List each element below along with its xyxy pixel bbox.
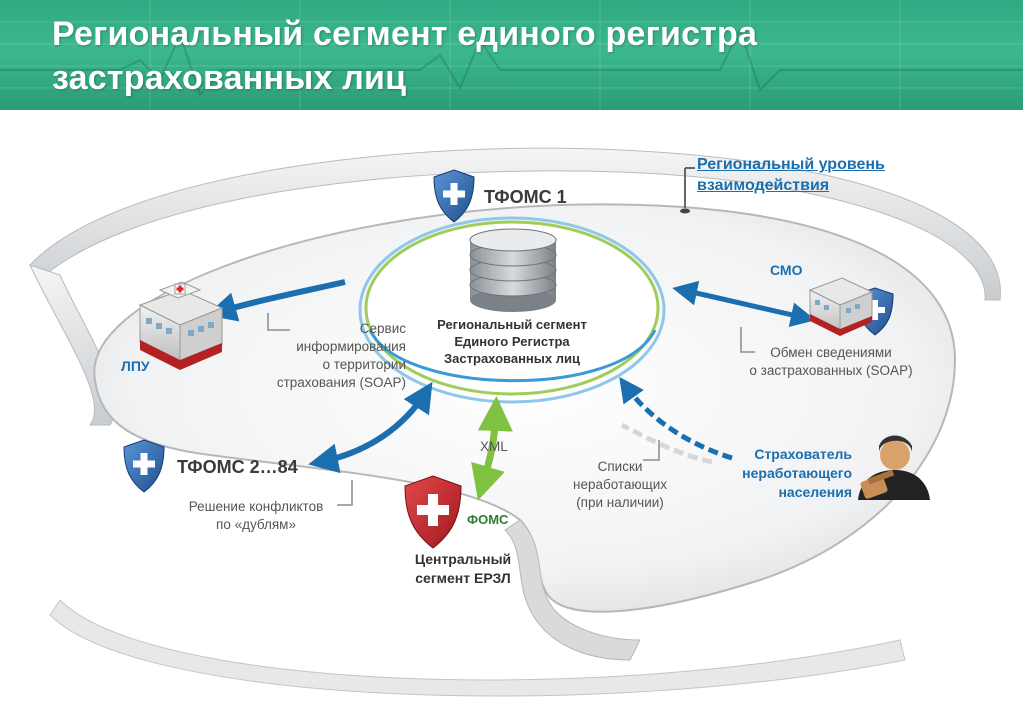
arrow-employer-to-center bbox=[619, 376, 733, 461]
foms-label: ФОМС bbox=[467, 512, 509, 527]
central-segment-label: Центральный сегмент ЕРЗЛ bbox=[398, 550, 528, 588]
lpu-service-note-line-4: страхования (SOAP) bbox=[276, 375, 406, 390]
xml-label: XML bbox=[480, 439, 508, 454]
lists-note-line-2: неработающих bbox=[573, 477, 667, 492]
lpu-service-note: Сервис информирования о территории страх… bbox=[236, 320, 406, 392]
lpu-service-note-line-3: о территории bbox=[322, 357, 407, 372]
regional-level-label[interactable]: Региональный уровень взаимодействия bbox=[697, 154, 885, 196]
lpu-service-note-line-1: Сервис bbox=[359, 321, 406, 336]
regional-level-label-line-1[interactable]: Региональный уровень bbox=[697, 156, 885, 173]
tfoms1-label: ТФОМС 1 bbox=[484, 187, 567, 207]
database-icon bbox=[469, 228, 557, 312]
conflicts-note: Решение конфликтов по «дублям» bbox=[170, 498, 342, 534]
tfoms2-shield-icon bbox=[123, 439, 165, 493]
swirl-rings bbox=[29, 147, 1001, 697]
employer-label-line-3: населения bbox=[778, 484, 852, 500]
smo-exchange-note: Обмен сведениями о застрахованных (SOAP) bbox=[733, 344, 929, 380]
arrow-center-smo bbox=[672, 280, 816, 328]
diagram-canvas bbox=[29, 147, 1001, 697]
employer-person-icon bbox=[858, 435, 930, 500]
page-title: Региональный сегмент единого регистра за… bbox=[52, 12, 757, 100]
page-title-line-2: застрахованных лиц bbox=[52, 59, 407, 97]
conflicts-note-line-1: Решение конфликтов bbox=[188, 499, 324, 514]
arrow-center-tfoms2 bbox=[308, 381, 433, 474]
center-segment-label: Региональный сегмент Единого Регистра За… bbox=[402, 316, 622, 367]
smo-building-icon bbox=[808, 277, 874, 336]
lpu-label: ЛПУ bbox=[121, 358, 150, 374]
ecg-background-pattern bbox=[0, 0, 1023, 110]
tfoms1-shield-icon bbox=[433, 169, 475, 223]
arrow-employer-gray bbox=[620, 422, 713, 465]
central-segment-line-1: Центральный bbox=[414, 551, 512, 567]
employer-label: Страхователь неработающего населения bbox=[726, 445, 852, 502]
lists-note-line-3: (при наличии) bbox=[576, 495, 664, 510]
smo-exchange-note-line-2: о застрахованных (SOAP) bbox=[749, 363, 913, 378]
conflicts-note-line-2: по «дублям» bbox=[216, 517, 296, 532]
callout-brackets bbox=[267, 313, 755, 506]
employer-label-line-1: Страхователь bbox=[754, 446, 852, 462]
level-marker-pin bbox=[680, 167, 695, 214]
header-banner: Региональный сегмент единого регистра за… bbox=[0, 0, 1023, 110]
regional-level-label-line-2[interactable]: взаимодействия bbox=[697, 177, 830, 194]
center-label-line-3: Застрахованных лиц bbox=[444, 351, 580, 366]
smo-exchange-note-line-1: Обмен сведениями bbox=[770, 345, 892, 360]
lists-note: Списки неработающих (при наличии) bbox=[560, 458, 680, 512]
employer-label-line-2: неработающего bbox=[742, 465, 852, 481]
arrows bbox=[206, 279, 816, 501]
smo-label: СМО bbox=[770, 262, 803, 278]
page-title-line-1: Региональный сегмент единого регистра bbox=[52, 15, 758, 53]
arrow-center-to-lpu bbox=[206, 279, 346, 322]
center-label-line-2: Единого Регистра bbox=[454, 334, 570, 349]
lists-note-line-1: Списки bbox=[597, 459, 643, 474]
arrow-center-foms bbox=[471, 396, 513, 501]
central-segment-line-2: сегмент ЕРЗЛ bbox=[415, 570, 511, 586]
foms-shield-icon bbox=[404, 475, 462, 549]
tfoms2-label: ТФОМС 2…84 bbox=[177, 457, 298, 477]
center-ring-blue-arc bbox=[368, 329, 657, 383]
floor-rim bbox=[504, 519, 641, 661]
lpu-service-note-line-2: информирования bbox=[296, 339, 406, 354]
center-label-line-1: Региональный сегмент bbox=[437, 317, 587, 332]
lpu-hospital-icon bbox=[138, 281, 224, 370]
